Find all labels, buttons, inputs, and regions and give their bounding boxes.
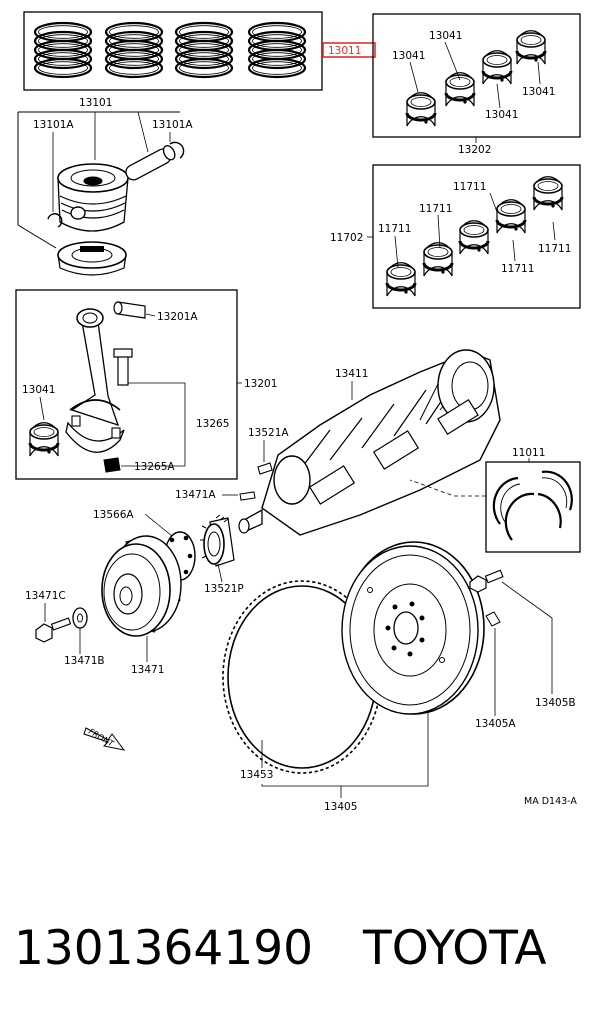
labels-conrod-bearing-set: 13041 13041 13041 13041 13202 <box>392 30 555 156</box>
svg-text:11711: 11711 <box>419 203 452 215</box>
svg-text:FRONT: FRONT <box>87 727 116 749</box>
svg-text:13201A: 13201A <box>157 311 198 323</box>
svg-text:13041: 13041 <box>429 30 462 42</box>
main-bearing-set[interactable] <box>372 164 581 309</box>
svg-text:11711: 11711 <box>538 243 571 255</box>
crank-pulley[interactable] <box>101 535 182 637</box>
svg-text:13411: 13411 <box>335 368 368 380</box>
flywheel-bolt[interactable] <box>469 569 504 593</box>
svg-text:13101: 13101 <box>79 97 112 109</box>
labels-crankshaft: 13411 13521A 13471A <box>175 368 368 501</box>
svg-text:13405: 13405 <box>324 801 357 813</box>
label-piston-ring-set: 13011 <box>322 42 376 58</box>
svg-text:11711: 11711 <box>378 223 411 235</box>
pulley-bolt[interactable] <box>35 617 72 643</box>
pulley-washer[interactable] <box>72 607 88 629</box>
crank-key[interactable] <box>257 462 273 475</box>
svg-text:13453: 13453 <box>240 769 273 781</box>
svg-text:13265: 13265 <box>196 418 229 430</box>
svg-text:13011: 13011 <box>328 45 361 57</box>
parts-exploded-diagram: 13011 13041 13041 13041 13041 13202 <box>15 11 581 813</box>
svg-text:MA D143-A: MA D143-A <box>524 796 577 807</box>
front-arrow-icon: FRONT <box>83 727 126 751</box>
piston-ring-set[interactable] <box>23 11 323 91</box>
labels-piston: 13101 13101A 13101A <box>33 97 193 212</box>
svg-text:13041: 13041 <box>392 50 425 62</box>
conrod-bearing-set[interactable] <box>372 13 581 138</box>
labels-thrust-washer: 11011 <box>409 447 545 497</box>
svg-text:13101A: 13101A <box>33 119 74 131</box>
svg-text:13471A: 13471A <box>175 489 216 501</box>
svg-text:13471: 13471 <box>131 664 164 676</box>
svg-text:13201: 13201 <box>244 378 277 390</box>
svg-text:13041: 13041 <box>22 384 55 396</box>
straight-pin[interactable] <box>239 491 256 501</box>
svg-text:11711: 11711 <box>501 263 534 275</box>
flywheel-pin[interactable] <box>485 611 501 627</box>
svg-text:13471C: 13471C <box>25 590 66 602</box>
crankshaft[interactable] <box>238 349 501 536</box>
labels-main-bearing-set: 11711 11711 11711 11711 11711 11702 <box>330 181 571 275</box>
labels-conrod: 13201A 13201 13041 13265 13265A <box>22 311 277 473</box>
brand-name: TOYOTA <box>363 920 547 976</box>
labels-flywheel: 13453 13405 13405A 13405B MA D143-A <box>240 581 577 813</box>
svg-text:13101A: 13101A <box>152 119 193 131</box>
svg-text:13405A: 13405A <box>475 718 516 730</box>
svg-text:13041: 13041 <box>485 109 518 121</box>
labels-timing: 13566A 13521P <box>93 509 244 595</box>
svg-text:13202: 13202 <box>458 144 491 156</box>
part-caption: 1301364190 TOYOTA <box>14 908 594 988</box>
labels-pulley: 13471C 13471B 13471 <box>25 590 164 676</box>
conrod-bearing-single[interactable] <box>28 421 60 458</box>
connecting-rod-assy[interactable] <box>15 289 238 480</box>
piston-sub-assy[interactable] <box>17 111 185 276</box>
svg-text:13471B: 13471B <box>64 655 105 667</box>
svg-text:13265A: 13265A <box>134 461 175 473</box>
svg-text:13405B: 13405B <box>535 697 576 709</box>
svg-text:11711: 11711 <box>453 181 486 193</box>
svg-text:13521A: 13521A <box>248 427 289 439</box>
flywheel-assy[interactable] <box>341 541 485 715</box>
part-number: 1301364190 <box>14 920 314 976</box>
svg-text:11011: 11011 <box>512 447 545 459</box>
svg-text:13041: 13041 <box>522 86 555 98</box>
crank-timing-pulley[interactable] <box>200 514 235 567</box>
svg-text:13566A: 13566A <box>93 509 134 521</box>
svg-text:11702: 11702 <box>330 232 363 244</box>
thrust-washer-set[interactable] <box>485 461 581 553</box>
svg-text:13521P: 13521P <box>204 583 244 595</box>
